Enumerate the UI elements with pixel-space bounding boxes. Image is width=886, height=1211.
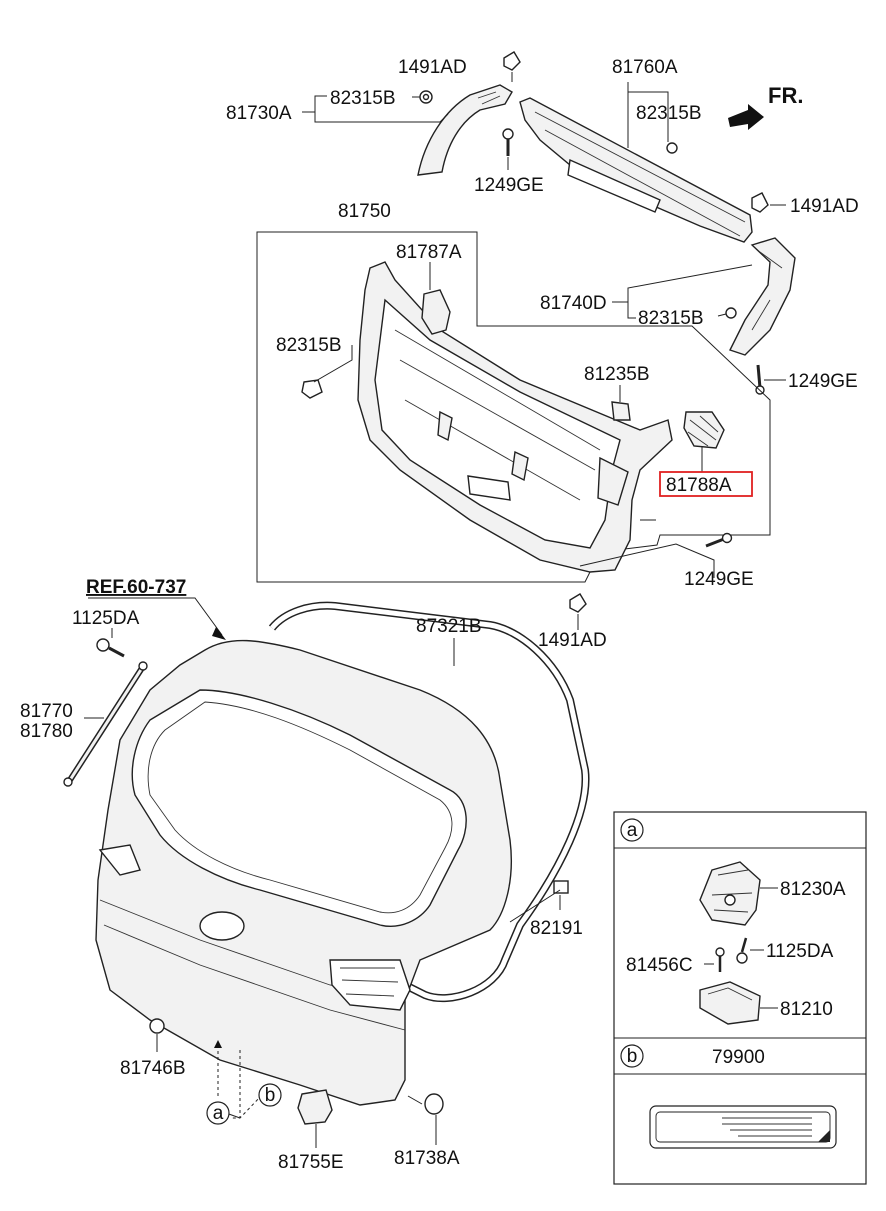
label-81740D: 81740D	[540, 293, 607, 314]
front-direction-arrow-icon	[728, 104, 764, 130]
label-81750: 81750	[338, 201, 391, 222]
clip-1491AD-top	[503, 51, 521, 71]
leader-lines-lower	[84, 628, 561, 1148]
label-1249GE-a: 1249GE	[474, 175, 544, 196]
handle-81755E	[297, 1089, 333, 1125]
label-1125DA: 1125DA	[72, 608, 140, 629]
label-ref: REF.60-737	[86, 577, 186, 598]
weatherstrip-87321B	[268, 601, 590, 1003]
ref-leader	[88, 597, 223, 636]
leader-lines-top	[302, 72, 786, 630]
svg-text:b: b	[265, 1085, 276, 1106]
label-81235B: 81235B	[584, 364, 650, 385]
label-1491AD-bottom: 1491AD	[538, 630, 607, 651]
label-1491AD-top: 1491AD	[398, 57, 467, 78]
bracket-81788A	[683, 411, 725, 449]
label-82315B-d: 82315B	[276, 335, 342, 356]
inset-label-79900: 79900	[712, 1047, 765, 1068]
highlight-box-81788A	[659, 471, 753, 497]
screw-81456C	[715, 947, 725, 972]
clip-82315B-c	[725, 307, 737, 319]
bolt-1125DA-inset	[736, 937, 748, 964]
inner-trim-panel-81750	[357, 261, 673, 573]
screw-1249GE-b	[755, 364, 765, 395]
callout-b: b	[258, 1083, 282, 1107]
label-1249GE-c: 1249GE	[684, 569, 754, 590]
label-82315B-a: 82315B	[330, 88, 396, 109]
inset-panel: a b	[613, 811, 867, 1185]
callout-a: a	[206, 1101, 230, 1125]
label-81780: 81780	[20, 721, 73, 742]
inset-label-1125DA: 1125DA	[766, 941, 834, 962]
inset-section-a-label: a	[627, 820, 638, 841]
label-81760A: 81760A	[612, 57, 678, 78]
label-81770: 81770	[20, 701, 73, 722]
inset-section-b-marker	[620, 1044, 644, 1068]
label-82315B-c: 82315B	[638, 308, 704, 329]
tailgate-body	[95, 639, 512, 1106]
inset-label-81456C: 81456C	[626, 955, 693, 976]
label-1249GE-b: 1249GE	[788, 371, 858, 392]
screw-1249GE-c	[705, 532, 733, 548]
bolt-1125DA	[96, 638, 125, 658]
latch-81230A	[699, 861, 761, 926]
clip-82315B-d	[301, 379, 323, 399]
striker-81210	[699, 981, 761, 1025]
side-trim-81730A	[417, 84, 513, 176]
front-direction-label: FR.	[768, 83, 803, 108]
label-81746B: 81746B	[120, 1058, 186, 1079]
label-81738A: 81738A	[394, 1148, 460, 1169]
inset-section-a-marker	[620, 818, 644, 842]
label-81730A: 81730A	[226, 103, 292, 124]
clip-82315B-a	[419, 90, 433, 104]
bumper-81738A	[424, 1093, 444, 1115]
gas-strut-81770-81780	[63, 661, 148, 787]
label-82315B-b: 82315B	[636, 103, 702, 124]
clip-1491AD-bottom	[569, 593, 587, 613]
inset-label-81230A: 81230A	[780, 879, 846, 900]
bumper-81746B	[149, 1018, 165, 1034]
bumper-82191	[553, 880, 569, 894]
bracket-81235B	[611, 401, 631, 421]
part-labels: 1491AD 81760A 81730A 82315B 82315B 1249G…	[20, 57, 859, 1173]
inset-section-b-label: b	[627, 1046, 638, 1067]
label-87321B: 87321B	[416, 616, 482, 637]
upper-trim-81760A	[519, 97, 753, 243]
clip-1491AD-right	[751, 192, 769, 213]
label-81787A: 81787A	[396, 242, 462, 263]
label-81755E: 81755E	[278, 1152, 344, 1173]
side-trim-81740D	[729, 237, 796, 356]
label-81788A: 81788A	[666, 475, 732, 496]
label-1491AD-right: 1491AD	[790, 196, 859, 217]
bracket-81787A	[421, 289, 451, 335]
inset-label-81210: 81210	[780, 999, 833, 1020]
label-82191: 82191	[530, 918, 583, 939]
clip-82315B-b	[666, 142, 678, 154]
label-plate-79900	[649, 1105, 837, 1149]
svg-text:a: a	[213, 1103, 224, 1124]
screw-1249GE-a	[502, 128, 514, 156]
